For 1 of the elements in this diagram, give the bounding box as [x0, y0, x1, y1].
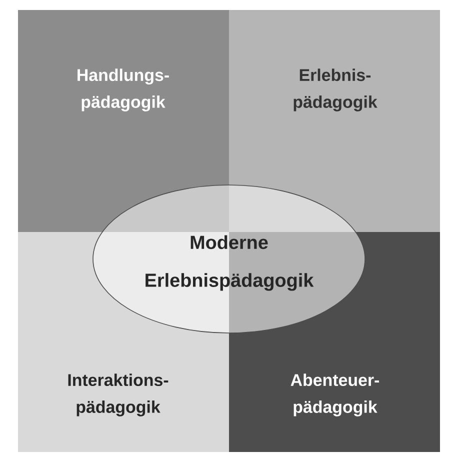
node-label: Moderne Erlebnispädagogik: [146, 235, 314, 291]
